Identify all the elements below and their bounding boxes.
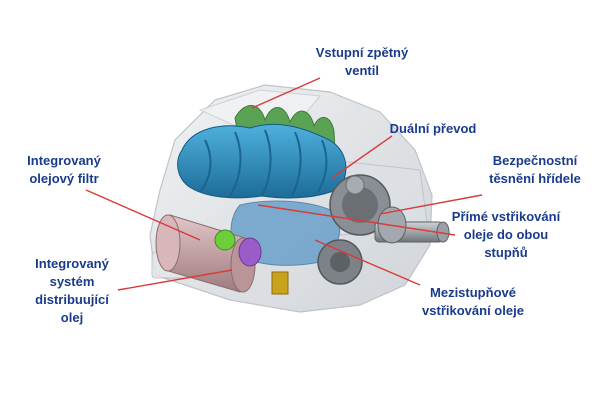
label-shaft-seal: Bezpečnostní těsnění hřídele (478, 152, 592, 188)
label-oil-distribution-line1: Integrovaný (35, 256, 109, 271)
label-oil-filter-line2: olejový filtr (29, 171, 99, 186)
label-oil-filter-line1: Integrovaný (27, 153, 101, 168)
label-inlet-check-valve: Vstupní zpětný ventil (298, 44, 426, 80)
blue-rotor (177, 123, 347, 199)
label-direct-injection: Přímé vstřikování oleje do obou stupňů (440, 208, 572, 262)
label-oil-distribution-line2: systém (49, 274, 95, 289)
label-interstage-injection: Mezistupňové vstřikování oleje (408, 284, 538, 320)
label-oil-filter: Integrovaný olejový filtr (8, 152, 120, 188)
leader-dual-drive (331, 135, 393, 179)
label-oil-distribution: Integrovaný systém distribuující olej (22, 255, 122, 327)
label-interstage-injection-line1: Mezistupňové (430, 285, 516, 300)
label-direct-injection-line3: stupňů (484, 245, 528, 260)
label-inlet-check-valve-line1: Vstupní zpětný (315, 45, 409, 60)
leader-interstage (314, 239, 421, 286)
leader-oil-distribution (117, 269, 233, 291)
oil-valve (214, 229, 289, 295)
leader-inlet-valve (251, 77, 321, 109)
label-dual-drive: Duální převod (378, 120, 488, 138)
leader-shaft-seal (379, 194, 483, 215)
leader-lines (85, 77, 483, 291)
label-interstage-injection-line2: vstřikování oleje (422, 303, 524, 318)
gear-assembly (317, 174, 391, 285)
label-dual-drive-line1: Duální převod (389, 121, 477, 136)
leader-direct-injection (257, 204, 456, 236)
label-oil-distribution-line4: olej (60, 310, 84, 325)
label-direct-injection-line1: Přímé vstřikování (451, 209, 561, 224)
leader-oil-filter (85, 189, 201, 241)
label-direct-injection-line2: oleje do obou (463, 227, 549, 242)
label-shaft-seal-line2: těsnění hřídele (489, 171, 581, 186)
label-inlet-check-valve-line2: ventil (345, 63, 379, 78)
label-shaft-seal-line1: Bezpečnostní (492, 153, 578, 168)
label-oil-distribution-line3: distribuující (35, 292, 109, 307)
